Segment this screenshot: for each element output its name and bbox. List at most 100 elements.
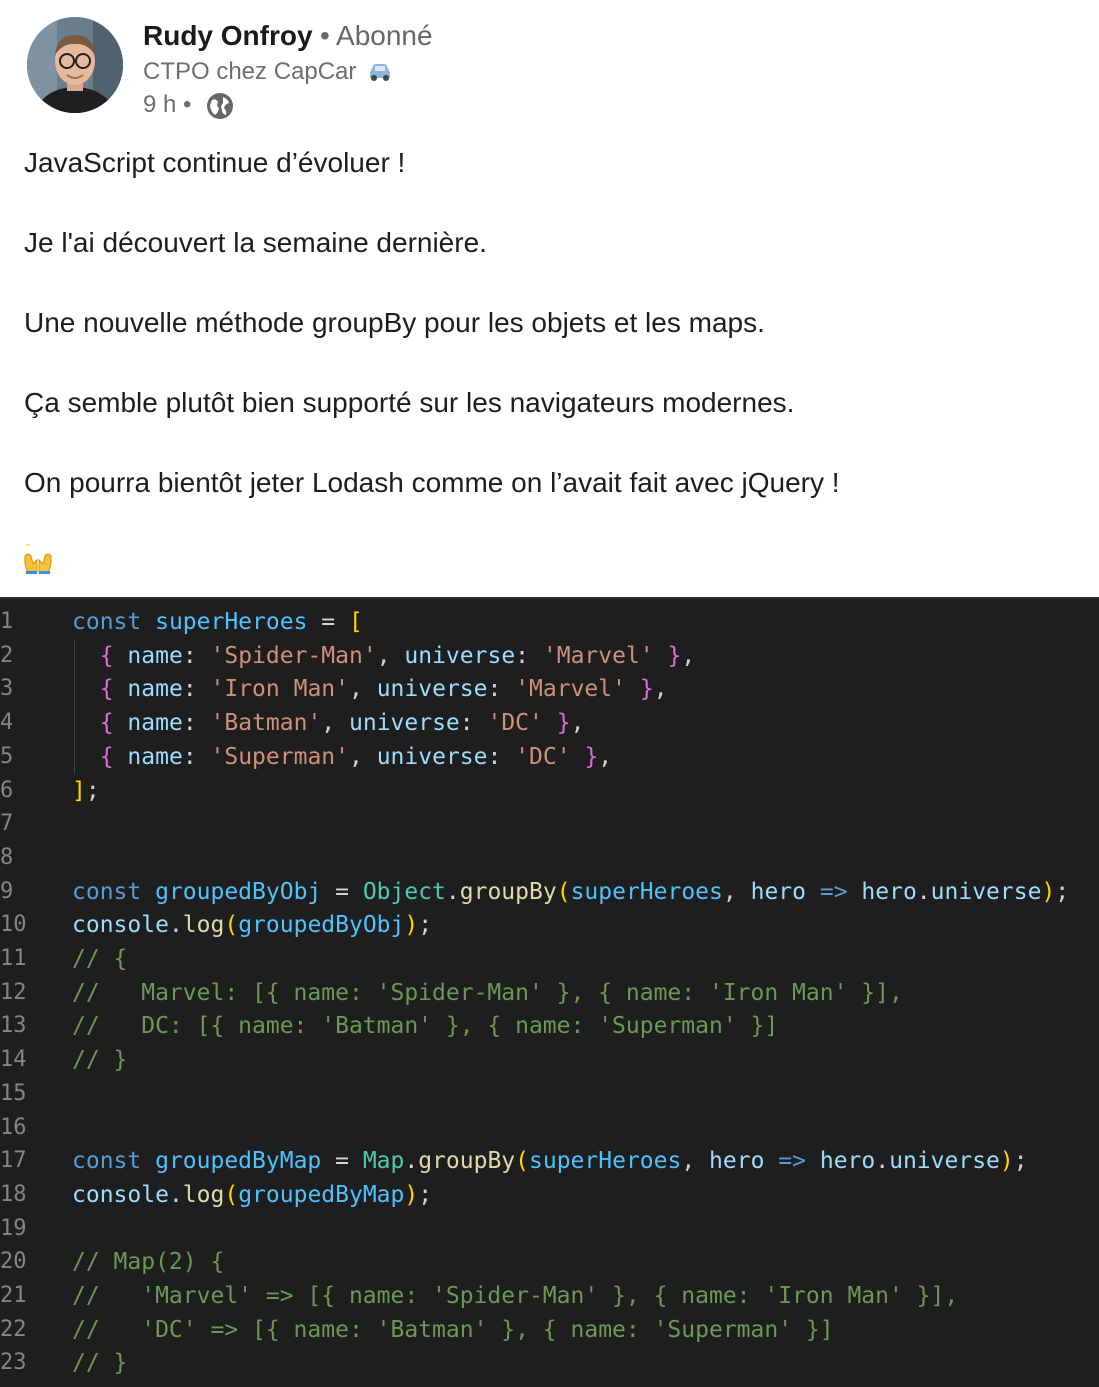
code-token [72,710,100,736]
code-token: ; [1013,1148,1028,1175]
code-token: , [321,710,349,737]
code-token: ] [72,777,86,804]
code-text: { name: 'Batman', universe: 'DC' }, [72,706,585,740]
code-token [571,744,585,770]
post-body: JavaScript continue d’évoluer ! Je l'ai … [24,143,1074,543]
code-token: // DC: [{ name: 'Batman' }, { name: 'Sup… [72,1013,779,1040]
line-number: 4 [0,710,14,736]
code-token: ; [85,777,100,804]
line-number: 3 [0,676,14,702]
code-token: 'Superman' [210,743,349,770]
code-token: universe [376,676,488,703]
code-token: log [182,1181,225,1208]
code-token [114,744,128,770]
code-text: // { [72,942,127,976]
code-token: name [127,710,183,737]
code-token: universe [349,710,460,737]
code-token: // Marvel: [{ name: 'Spider-Man' }, { na… [72,979,903,1006]
code-token [626,676,640,702]
code-token: 'Iron Man' [210,676,349,703]
code-token: : [182,710,211,737]
line-number: 17 [0,1148,27,1174]
code-token: : [182,676,211,703]
code-token: , [681,1148,710,1175]
code-token: => [819,878,848,905]
line-number: 5 [0,743,14,769]
code-token [72,643,100,669]
code-token: ( [224,1181,239,1208]
code-token [72,744,100,770]
code-text: const groupedByMap = Map.groupBy(superHe… [72,1144,1028,1178]
code-token: const [72,878,156,905]
code-token: } [639,676,654,703]
code-text: console.log(groupedByObj); [72,908,432,942]
author-name[interactable]: Rudy Onfroy [143,20,313,51]
code-token: superHeroes [155,609,308,635]
code-token: universe [889,1148,1000,1175]
line-number: 20 [0,1249,27,1275]
code-token: . [875,1148,890,1175]
code-token: 'Spider-Man' [210,642,377,669]
code-text: // Marvel: [{ name: 'Spider-Man' }, { na… [72,976,903,1010]
code-token: , [722,878,751,905]
code-text: { name: 'Spider-Man', universe: 'Marvel'… [72,639,696,673]
line-number: 11 [0,946,27,971]
author-headline: CTPO chez CapCar [143,58,357,85]
code-token: } [584,743,599,770]
code-token: [ [348,609,363,635]
author-avatar[interactable] [27,17,123,113]
code-token: , [598,743,613,770]
code-token: . [168,912,183,939]
code-token: = [307,609,349,635]
code-token: hero [750,878,806,905]
code-token: ) [999,1148,1014,1175]
post-paragraph: Je l'ai découvert la semaine dernière. [24,227,487,258]
code-token: name [127,743,183,770]
code-token: , [349,676,377,703]
code-token: universe [404,642,516,669]
code-token: ; [1055,878,1070,905]
code-token: hero [861,878,917,905]
code-token: => [778,1148,806,1175]
code-token: hero [709,1148,765,1175]
code-token: superHeroes [570,878,723,905]
post-header: Rudy Onfroy • Abonné CTPO chez CapCar 9 … [0,0,1099,140]
code-token: // 'Marvel' => [{ name: 'Spider-Man' }, … [72,1283,959,1309]
post-paragraph: Ça semble plutôt bien supporté sur les n… [24,387,795,418]
post-paragraph: Une nouvelle méthode groupBy pour les ob… [24,307,765,338]
avatar-portrait-icon [27,17,123,113]
code-text: // 'DC' => [{ name: 'Batman' }, { name: … [72,1313,834,1347]
code-token: ; [418,1181,433,1208]
code-token: 'DC' [515,743,571,770]
code-text: // } [72,1346,127,1380]
code-token [114,710,128,736]
code-token [806,1148,820,1174]
code-token: : [487,676,516,703]
code-token: 'Marvel' [515,676,626,703]
line-number: 7 [0,811,14,837]
code-token: universe [930,878,1042,905]
code-token: // { [72,946,128,972]
code-token: groupedByObj [238,912,405,939]
code-token: name [127,642,183,669]
code-text: console.log(groupedByMap); [72,1178,432,1212]
code-token: const [72,609,156,635]
line-number: 19 [0,1215,27,1241]
line-number: 10 [0,912,27,938]
code-token: hero [819,1148,876,1175]
code-token: const [72,1148,156,1175]
svg-text:''': ''' [26,544,31,552]
code-text: ]; [72,774,100,808]
line-number: 1 [0,609,14,634]
line-number: 8 [0,844,14,870]
code-token: groupBy [459,878,557,905]
code-token [72,676,100,702]
code-token: : [182,642,211,669]
line-number: 13 [0,1013,27,1039]
line-number: 15 [0,1080,27,1106]
code-text: // 'Marvel' => [{ name: 'Spider-Man' }, … [72,1279,958,1313]
code-token: , [653,676,668,703]
code-token: ( [224,912,239,939]
code-token: groupedByObj [155,878,322,905]
code-token [114,676,128,702]
